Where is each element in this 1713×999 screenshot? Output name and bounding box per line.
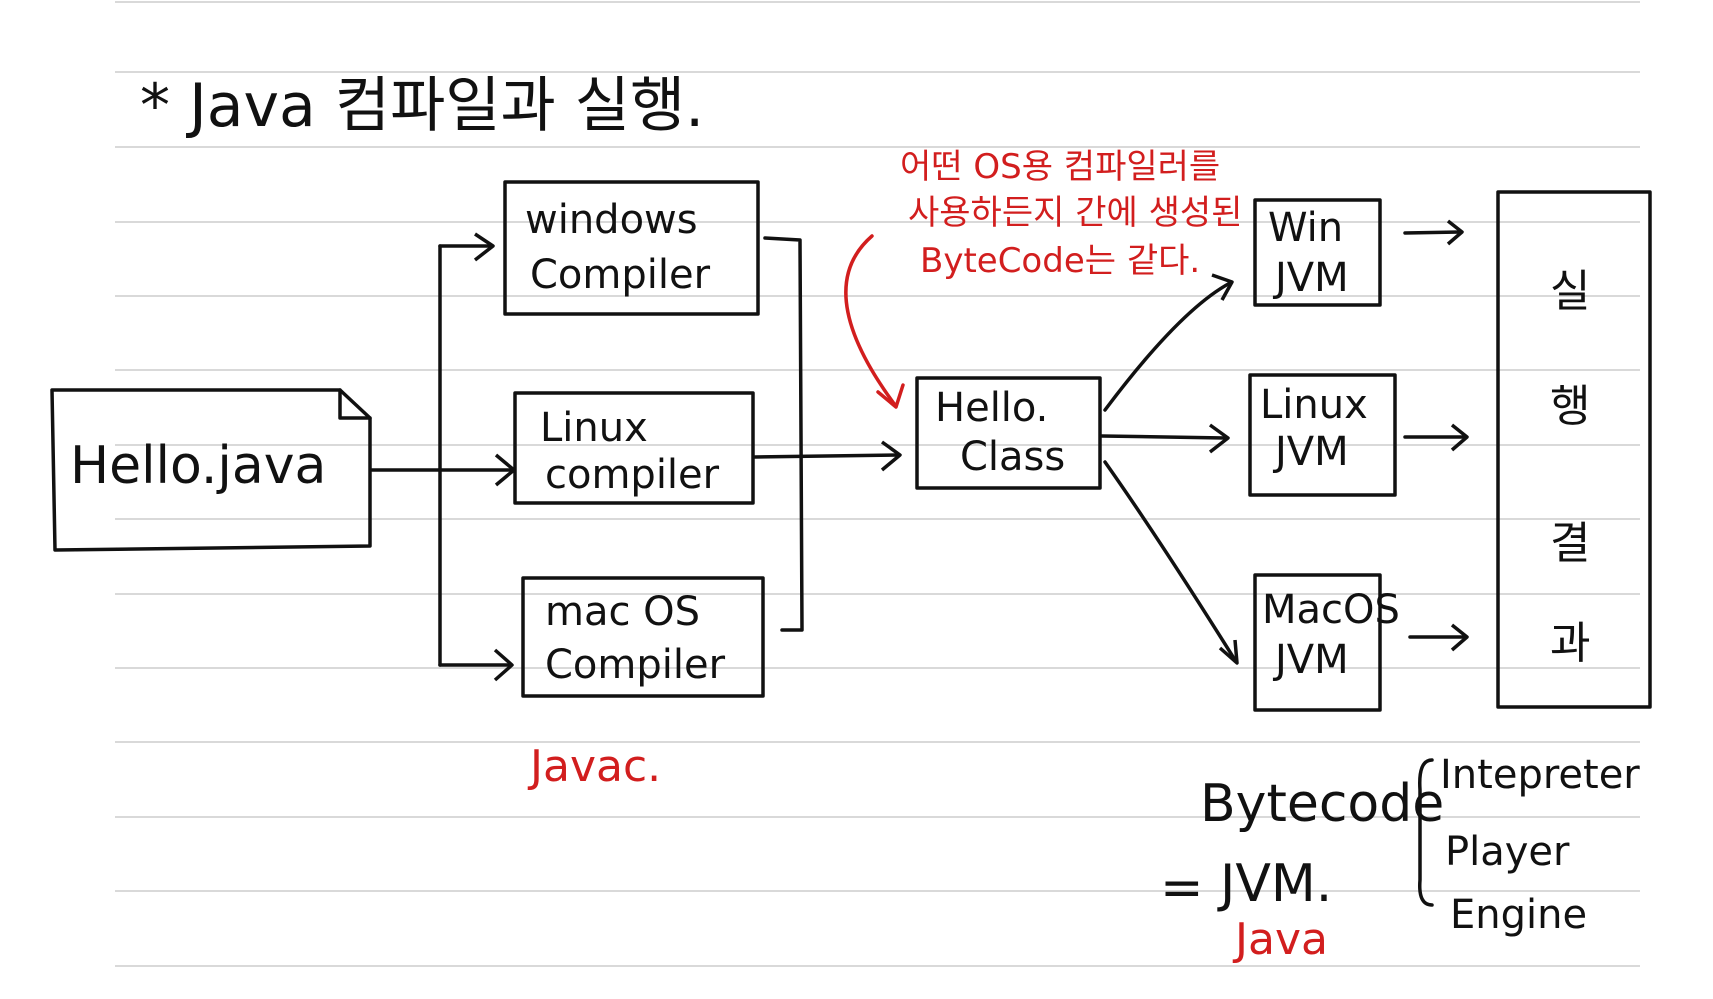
source-file-label: Hello.java <box>70 436 327 496</box>
source-file-box <box>50 388 372 552</box>
jvm-linux-line1: Linux <box>1260 382 1368 428</box>
equals-sign: = <box>1160 858 1204 918</box>
linux-compiler-box <box>513 391 755 505</box>
result-char-4: 과 <box>1550 618 1591 669</box>
page-title: * Java 컴파일과 실행. <box>140 71 705 141</box>
jvm-win-line1: Win <box>1268 205 1344 251</box>
jvm-label: JVM. <box>1220 854 1333 914</box>
class-file-line2: Class <box>960 434 1066 480</box>
result-char-3: 결 <box>1550 518 1591 569</box>
compiler-macos-line2: Compiler <box>545 642 726 688</box>
annotation-arrow <box>844 234 897 407</box>
jvm-win-line2: JVM <box>1275 255 1349 301</box>
compiler-windows-line1: windows <box>525 197 698 243</box>
result-char-2: 행 <box>1550 381 1591 432</box>
class-file-line1: Hello. <box>935 385 1049 431</box>
note-line3: ByteCode는 같다. <box>920 241 1201 281</box>
compiler-linux-line1: Linux <box>540 405 648 451</box>
note-line1: 어떤 OS용 컴파일러를 <box>900 147 1221 187</box>
compiler-windows-line2: Compiler <box>530 252 711 298</box>
note-line2: 사용하든지 간에 생성된 <box>908 193 1243 233</box>
role-interpreter: Intepreter <box>1440 752 1640 798</box>
role-engine: Engine <box>1450 892 1588 938</box>
windows-compiler-box <box>503 180 760 316</box>
role-player: Player <box>1445 829 1570 875</box>
java-label: Java <box>1235 914 1328 965</box>
macos-compiler-box <box>521 576 765 698</box>
bytecode-label: Bytecode <box>1200 774 1445 834</box>
compiler-linux-line2: compiler <box>545 452 720 498</box>
jvm-linux-line2: JVM <box>1275 429 1349 475</box>
win-jvm-box <box>1253 198 1382 307</box>
compiler-group-label: Javac. <box>530 741 662 792</box>
class-file-box <box>915 376 1102 490</box>
jvm-macos-line1: MacOS <box>1262 587 1400 633</box>
compiler-macos-line1: mac OS <box>545 589 701 635</box>
linux-jvm-box <box>1248 373 1397 497</box>
jvm-macos-line2: JVM <box>1275 637 1349 683</box>
macos-jvm-box <box>1253 573 1382 712</box>
result-char-1: 실 <box>1550 266 1591 317</box>
result-box <box>1496 190 1652 709</box>
